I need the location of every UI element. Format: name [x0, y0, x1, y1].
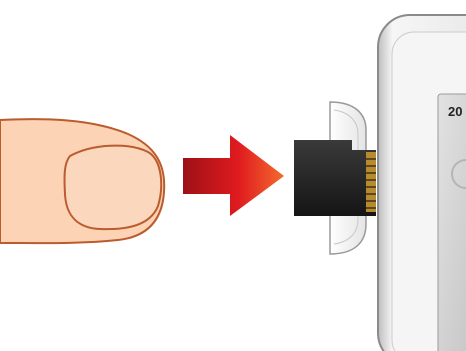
device-screen	[438, 94, 466, 351]
push-arrow	[183, 135, 284, 216]
card-body	[294, 140, 376, 216]
device: 20	[378, 15, 466, 351]
card-contacts	[366, 152, 376, 212]
fingernail	[65, 146, 162, 230]
memory-card	[294, 140, 376, 216]
screen-text: 20	[448, 104, 462, 119]
finger	[0, 119, 164, 243]
